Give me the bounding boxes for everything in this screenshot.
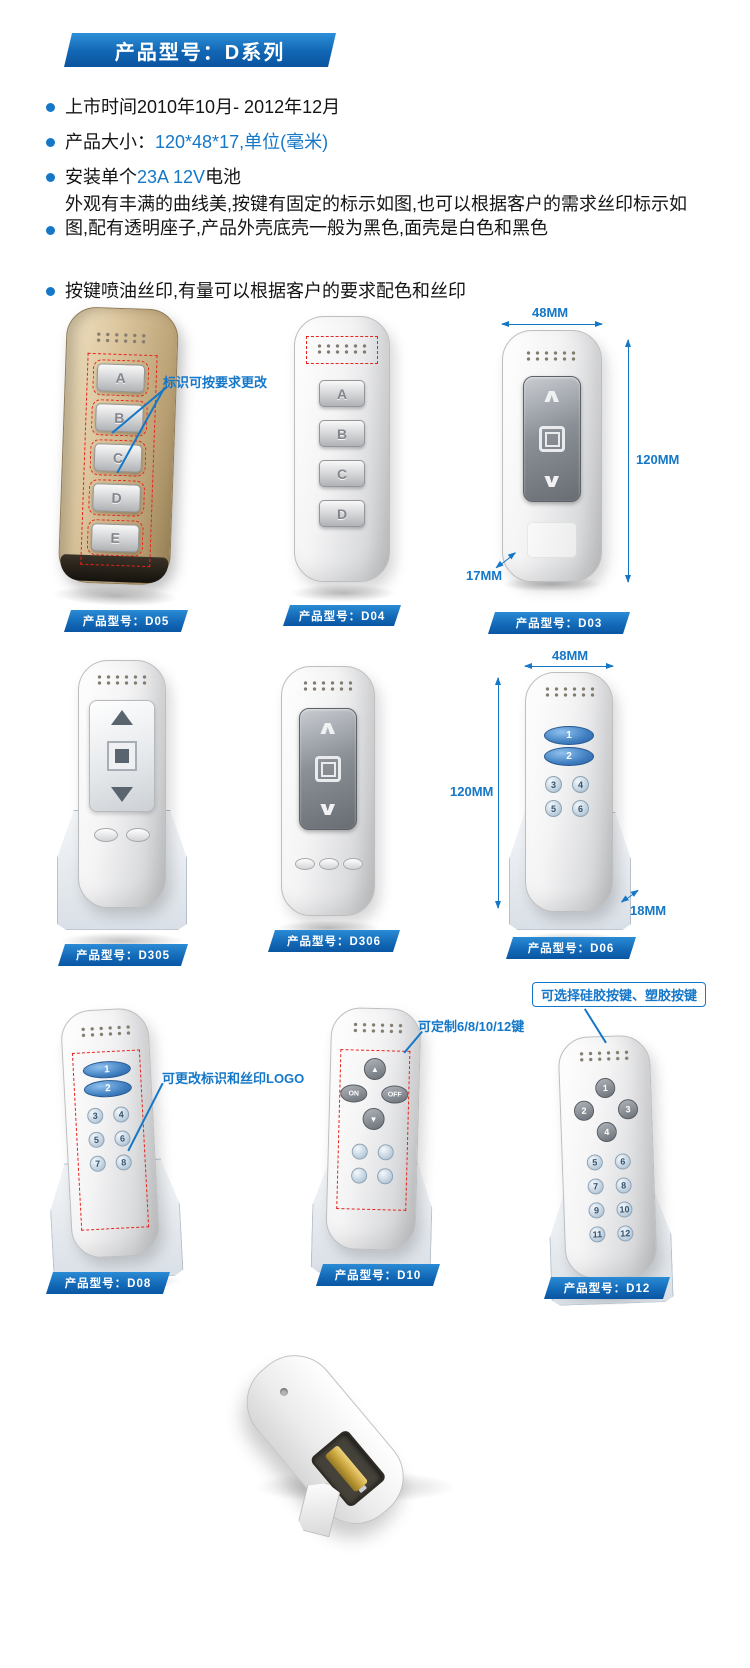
center-button [315, 756, 341, 782]
product-photo-d05: A B C D E [48, 306, 185, 610]
down-arrow-icon: ▼ [369, 1114, 378, 1124]
battery-text: 安装单个23A 12V电池 [65, 165, 241, 189]
battery-post: 电池 [205, 167, 242, 187]
launch-date-text: 上市时间2010年10月- 2012年12月 [65, 97, 341, 117]
speaker-holes [95, 674, 149, 685]
speaker-holes [576, 1049, 632, 1063]
dimension-label-width-d03: 48MM [532, 305, 569, 320]
product-photo-d305 [55, 660, 190, 952]
dimension-line [625, 339, 631, 583]
product-photo-d06: 1 2 3 4 5 6 [505, 670, 633, 950]
oval-key [295, 858, 315, 870]
bullet-icon [46, 226, 55, 235]
remote-body [525, 672, 613, 912]
oval-key [343, 858, 363, 870]
remote-key: 4 [572, 776, 589, 793]
remote-key: D [319, 500, 365, 527]
battery-pre: 安装单个 [65, 167, 137, 187]
product-photo-d03: ∧ ∨ [500, 330, 604, 592]
bullet-icon [46, 287, 55, 296]
dimension-label-height-d03: 120MM [636, 452, 680, 467]
remote-key: A [92, 358, 150, 398]
remote-key: 6 [572, 800, 589, 817]
product-photo-d10: ▲ ON OFF ▼ [309, 1006, 440, 1280]
size-value: 120*48*17,单位(毫米) [155, 132, 329, 152]
annotation-d05: 标识可按要求更改 [163, 375, 268, 390]
chevron-down-icon: ∨ [316, 799, 340, 820]
highlight-dashed-box [306, 336, 378, 364]
model-label-d10: 产品型号：D10 [316, 1264, 440, 1286]
remote-key: D [88, 478, 146, 517]
model-label-d06: 产品型号：D06 [506, 937, 636, 959]
dimension-line [524, 663, 614, 669]
remote-key: 2 [544, 747, 594, 766]
product-photo-d12: 1 2 3 4 5 6 7 8 9 10 11 12 [540, 1030, 675, 1309]
speaker-holes [524, 350, 580, 362]
annotation-d08: 可更改标识和丝印LOGO [162, 1071, 305, 1086]
dimension-label-depth-d03: 17MM [466, 568, 503, 583]
speaker-holes [301, 680, 355, 691]
chevron-up-icon: ∧ [316, 718, 340, 739]
product-photo-d306: ∧ ∨ [270, 666, 386, 938]
model-label-d08: 产品型号：D08 [46, 1272, 170, 1294]
model-label-d306: 产品型号：D306 [268, 930, 400, 952]
remote-key: E [86, 518, 144, 557]
down-arrow-icon [111, 787, 133, 802]
battery [324, 1444, 369, 1493]
page-title-banner: 产品型号：D系列 [64, 33, 336, 67]
battery-spec: 23A 12V [137, 167, 206, 187]
chevron-down-icon: ∨ [540, 471, 564, 492]
silkprint-text: 按键喷油丝印,有量可以根据客户的要求配色和丝印 [65, 281, 466, 301]
model-label-d305: 产品型号：D305 [58, 944, 188, 966]
speaker-holes [350, 1021, 404, 1034]
oval-key [126, 828, 150, 842]
model-label-d03: 产品型号：D03 [488, 612, 630, 634]
remote-key: 5 [545, 800, 562, 817]
arrow-pad [89, 700, 155, 812]
remote-key: B [90, 398, 148, 438]
shadow [288, 584, 398, 602]
remote-key: 3 [545, 776, 562, 793]
dimension-label-depth-d06: 18MM [630, 903, 667, 918]
bullet-icon [46, 138, 55, 147]
dimension-label-width-d06: 48MM [552, 648, 589, 663]
dimension-line [495, 677, 501, 909]
speaker-holes [93, 331, 151, 345]
oval-key [319, 858, 339, 870]
annotation-d12: 可选择硅胶按键、塑胶按键 [532, 982, 707, 1007]
dimension-line [501, 321, 603, 327]
appearance-text: 外观有丰满的曲线美,按键有固定的标示如图,也可以根据客户的需求丝印标示如图,配有… [65, 194, 687, 238]
model-label-d04: 产品型号：D04 [283, 605, 401, 626]
page-title: 产品型号：D系列 [114, 41, 286, 64]
chevron-up-icon: ∧ [540, 386, 564, 407]
model-label-d12: 产品型号：D12 [544, 1277, 670, 1299]
shadow [48, 583, 182, 609]
annotation-d10: 可定制6/8/10/12键 [418, 1019, 525, 1034]
remote-body [294, 316, 390, 582]
up-arrow-icon [111, 710, 133, 725]
product-photo-d04: A B C D [288, 316, 398, 608]
arrow-pad: ∧ ∨ [299, 708, 357, 830]
oval-key [94, 828, 118, 842]
remote-key: 1 [544, 726, 594, 745]
model-label-d05: 产品型号：D05 [64, 610, 188, 632]
speaker-holes [543, 686, 595, 697]
arrow-pad: ∧ ∨ [523, 376, 581, 502]
remote-key: A [319, 380, 365, 407]
screw-hole [278, 1386, 290, 1398]
dimension-label-height-d06: 120MM [450, 784, 494, 799]
center-button [107, 741, 137, 771]
bullet-icon [46, 173, 55, 182]
bullet-icon [46, 103, 55, 112]
size-label: 产品大小： [65, 132, 155, 152]
remote-key: B [319, 420, 365, 447]
remote-body [557, 1034, 658, 1280]
product-size-text: 产品大小：120*48*17,单位(毫米) [65, 130, 328, 154]
center-button [539, 426, 565, 452]
up-arrow-icon: ▲ [370, 1064, 379, 1074]
remote-key: C [319, 460, 365, 487]
battery-cover [527, 522, 577, 558]
speaker-holes [315, 343, 369, 355]
product-photo-d08: 1 2 3 4 5 6 7 8 [37, 1000, 187, 1299]
